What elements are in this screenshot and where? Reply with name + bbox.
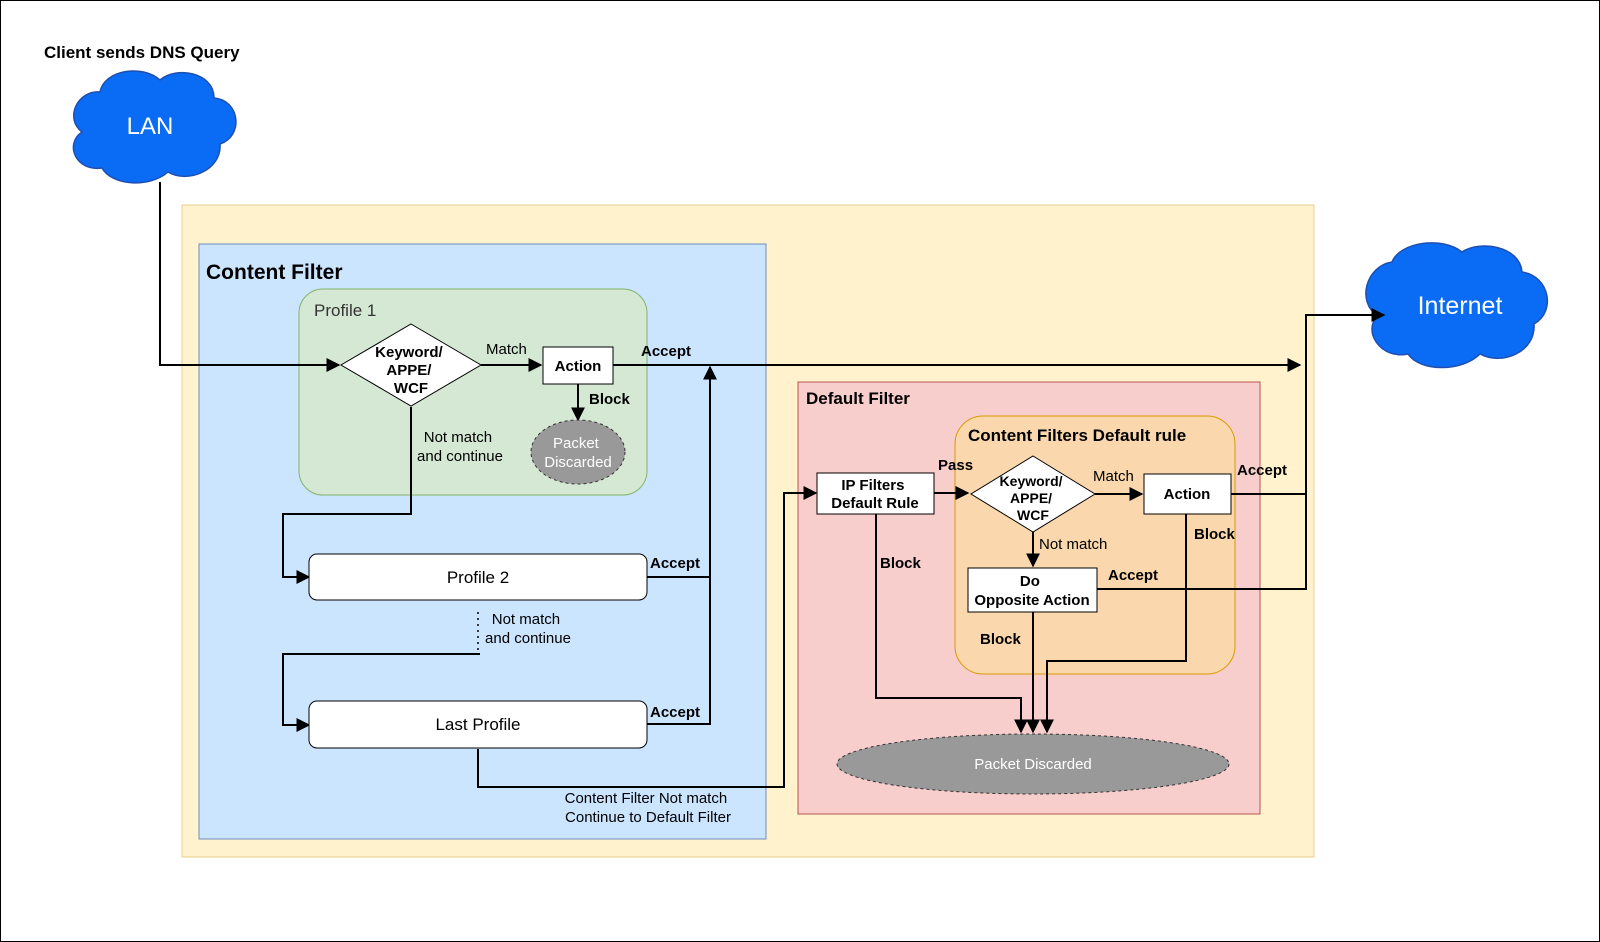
edge-action-block bbox=[1040, 514, 1187, 734]
label-cf-not-match-1: Content Filter Not match bbox=[565, 790, 728, 807]
edge-cf-accept bbox=[1231, 308, 1386, 495]
lan-cloud: LAN bbox=[72, 70, 237, 184]
cf-default-action: Action bbox=[1143, 473, 1232, 515]
p1-decision-line1: Keyword/ bbox=[375, 344, 443, 361]
label-cf-match: Match bbox=[1093, 468, 1134, 485]
svg-text:Not match and continue: Not match and continue bbox=[417, 429, 503, 465]
edge-to-default-filter bbox=[477, 486, 818, 788]
label-p1-not-match-2: and continue bbox=[417, 448, 503, 465]
label-p2-accept: Accept bbox=[650, 555, 700, 572]
p1-decision-line3: WCF bbox=[394, 380, 428, 397]
edge-last-accept bbox=[647, 365, 717, 725]
label-opposite-accept: Accept bbox=[1108, 567, 1158, 584]
label-cf-not-match: Not match bbox=[1039, 536, 1107, 553]
profile1-title: Profile 1 bbox=[314, 301, 376, 320]
edge-p1-not-match bbox=[282, 407, 412, 584]
label-p2-not-match-1: Not match bbox=[492, 611, 560, 628]
default-filter-title: Default Filter bbox=[806, 389, 910, 408]
diagram-heading: Client sends DNS Query bbox=[44, 43, 240, 62]
lan-label: LAN bbox=[127, 113, 174, 140]
edge-p2-to-last bbox=[282, 653, 480, 732]
edge-ip-block bbox=[875, 514, 1028, 734]
ip-rule-line2: Default Rule bbox=[831, 495, 919, 512]
cf-default-decision: Keyword/ APPE/ WCF bbox=[970, 455, 1096, 533]
label-last-accept: Accept bbox=[650, 704, 700, 721]
profile1-packet-discarded: Packet Discarded bbox=[530, 419, 626, 485]
cf-default-title: Content Filters Default rule bbox=[968, 426, 1186, 445]
p1-discard-line2: Discarded bbox=[544, 454, 612, 471]
opposite-line2: Opposite Action bbox=[974, 592, 1089, 609]
svg-text:Last Profile: Last Profile bbox=[435, 715, 520, 734]
default-packet-discarded: Packet Discarded bbox=[836, 733, 1230, 795]
last-profile-box: Last Profile bbox=[308, 700, 648, 749]
opposite-line1: Do bbox=[1020, 573, 1040, 590]
label-p1-not-match-1: Not match bbox=[424, 429, 492, 446]
opposite-action-box: Do Opposite Action bbox=[967, 567, 1098, 613]
cf-decision-line1: Keyword/ bbox=[1000, 473, 1063, 489]
label-cf-accept: Accept bbox=[1237, 462, 1287, 479]
svg-text:Keyword/ APPE/ WCF: Keyword/ APPE/ WCF bbox=[1000, 473, 1067, 523]
edge-lan-to-profile1 bbox=[159, 182, 341, 372]
ip-rule-line1: IP Filters bbox=[841, 477, 904, 494]
content-filter-title: Content Filter bbox=[206, 261, 343, 284]
label-cf-block: Block bbox=[1194, 526, 1236, 543]
label-cf-not-match-2: Continue to Default Filter bbox=[565, 809, 731, 826]
svg-text:Profile 2: Profile 2 bbox=[447, 568, 509, 587]
svg-text:Action: Action bbox=[1164, 486, 1211, 503]
cf-decision-line2: APPE/ bbox=[1010, 490, 1052, 506]
internet-cloud: Internet bbox=[1365, 242, 1549, 369]
label-ip-pass: Pass bbox=[938, 457, 973, 474]
svg-text:Packet Discarded: Packet Discarded bbox=[544, 435, 612, 471]
svg-text:Do Opposite Action: Do Opposite Action bbox=[974, 573, 1089, 609]
profile1-decision: Keyword/ APPE/ WCF bbox=[340, 323, 482, 407]
edge-opposite-accept bbox=[1097, 494, 1307, 590]
profile2-box: Profile 2 bbox=[308, 553, 648, 601]
svg-text:IP Filters Default Rule: IP Filters Default Rule bbox=[831, 477, 919, 512]
internet-label: Internet bbox=[1418, 292, 1503, 320]
label-ip-block: Block bbox=[880, 555, 922, 572]
label-opposite-block: Block bbox=[980, 631, 1022, 648]
ip-filters-default-rule: IP Filters Default Rule bbox=[816, 472, 935, 515]
p1-decision-line2: APPE/ bbox=[386, 362, 432, 379]
p1-discard-line1: Packet bbox=[553, 435, 600, 452]
label-p1-match: Match bbox=[486, 341, 527, 358]
svg-text:Action: Action bbox=[555, 358, 602, 375]
label-p2-not-match-2: and continue bbox=[485, 630, 571, 647]
label-p1-accept: Accept bbox=[641, 343, 691, 360]
svg-text:Content Filter Not match C: Content Filter Not match Continue to Def… bbox=[565, 790, 732, 826]
svg-text:Keyword/ APPE/ WCF: Keyword/ APPE/ WCF bbox=[375, 344, 447, 397]
cf-decision-line3: WCF bbox=[1017, 507, 1049, 523]
label-p1-block: Block bbox=[589, 391, 631, 408]
svg-text:Packet Discarded: Packet Discarded bbox=[974, 756, 1092, 773]
svg-text:Not match and continue: Not match and continue bbox=[485, 611, 571, 647]
profile1-action: Action bbox=[542, 346, 614, 385]
